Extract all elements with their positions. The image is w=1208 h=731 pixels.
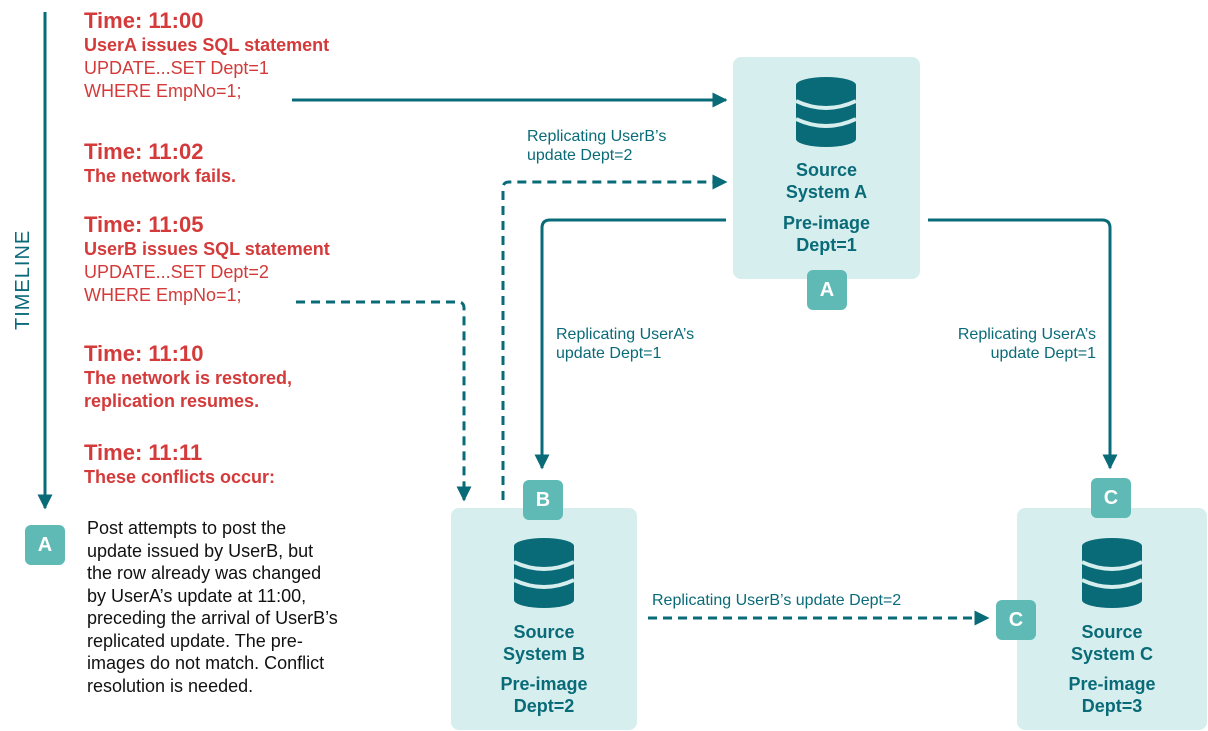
edge-label-line: update Dept=1 (990, 345, 1096, 362)
edge-label-line: update Dept=1 (556, 345, 662, 362)
event-1110: Time: 11:10 The network is restored, rep… (84, 341, 292, 413)
event-time: Time: 11:11 (84, 440, 203, 465)
database-icon (1081, 538, 1143, 608)
event-headline: replication resumes. (84, 391, 260, 411)
edge-label-b-to-c: Replicating UserB’s update Dept=2 (652, 592, 902, 609)
event-1100: Time: 11:00 UserA issues SQL statement U… (84, 8, 329, 103)
event-headline: UserA issues SQL statement (84, 35, 330, 55)
pre-image-value: Dept=2 (513, 696, 575, 716)
conflict-line: preceding the arrival of UserB’s (87, 608, 338, 628)
event-1102: Time: 11:02 The network fails. (84, 139, 236, 188)
edge-label-a-to-b: Replicating UserA’s update Dept=1 (556, 325, 694, 363)
event-sql-line: WHERE EmpNo=1; (84, 285, 242, 305)
edge-label-a-to-c: Replicating UserA’s update Dept=1 (900, 325, 1096, 363)
pre-image: Pre-image Dept=1 (733, 212, 920, 256)
system-title-line: System B (502, 644, 586, 664)
conflict-line: images do not match. Conflict (87, 653, 325, 673)
edge-userb-to-system-b (296, 300, 472, 502)
system-title: Source System C (1017, 621, 1207, 665)
edge-a-to-c (928, 218, 1118, 470)
edge-b-to-a (501, 174, 728, 500)
edge-label-line: update Dept=2 (527, 147, 633, 164)
source-system-c: Source System C Pre-image Dept=3 (1017, 508, 1207, 730)
conflict-line: replicated update. The pre- (87, 630, 303, 651)
database-icon (513, 538, 575, 608)
conflict-line: update issued by UserB, but (87, 540, 314, 561)
pre-image: Pre-image Dept=3 (1017, 673, 1207, 717)
conflict-badge: A (25, 525, 65, 565)
edge-a-to-b (534, 218, 726, 470)
edge-label-line: Replicating UserA’s (556, 326, 695, 343)
event-time: Time: 11:05 (84, 212, 204, 237)
event-time: Time: 11:02 (84, 139, 204, 164)
event-headline: These conflicts occur: (84, 467, 276, 487)
system-title: Source System B (451, 621, 637, 665)
system-b-badge: B (523, 480, 563, 520)
system-title-line: Source (513, 622, 575, 642)
pre-image-label: Pre-image (500, 674, 588, 694)
conflict-description: Post attempts to post the update issued … (87, 517, 338, 697)
event-1105: Time: 11:05 UserB issues SQL statement U… (84, 212, 330, 307)
pre-image-value: Dept=3 (1081, 696, 1143, 716)
event-1111: Time: 11:11 These conflicts occur: (84, 440, 275, 489)
system-c-badge: C (1091, 478, 1131, 518)
event-sql-line: WHERE EmpNo=1; (84, 81, 242, 101)
timeline-label: TIMELINE (12, 229, 34, 330)
database-icon (795, 77, 857, 147)
pre-image-label: Pre-image (1068, 674, 1156, 694)
conflict-line: by UserA’s update at 11:00, (87, 585, 307, 606)
edge-label-line: Replicating UserA’s (957, 326, 1096, 343)
event-headline: The network fails. (84, 166, 237, 186)
conflict-line: the row already was changed (87, 563, 322, 583)
pre-image-label: Pre-image (782, 213, 871, 233)
source-system-b: Source System B Pre-image Dept=2 (451, 508, 637, 730)
event-time: Time: 11:10 (84, 341, 204, 366)
system-title: Source System A (733, 159, 920, 203)
system-c-side-badge: C (996, 600, 1036, 640)
system-title-line: System A (785, 182, 868, 202)
event-headline: UserB issues SQL statement (84, 239, 330, 259)
pre-image: Pre-image Dept=2 (451, 673, 637, 717)
system-title-line: Source (1081, 622, 1143, 642)
edge-label-b-to-a: Replicating UserB’s update Dept=2 (527, 127, 666, 165)
conflict-line: Post attempts to post the (87, 518, 287, 538)
event-headline: The network is restored, (84, 368, 293, 388)
edge-label-line: Replicating UserB’s (527, 128, 667, 145)
system-title-line: Source (795, 160, 858, 180)
event-sql-line: UPDATE...SET Dept=1 (84, 58, 269, 78)
source-system-a: Source System A Pre-image Dept=1 (733, 57, 920, 279)
conflict-line: resolution is needed. (87, 675, 254, 696)
pre-image-value: Dept=1 (796, 235, 857, 255)
system-title-line: System C (1070, 644, 1154, 664)
system-a-badge: A (807, 270, 847, 310)
event-sql-line: UPDATE...SET Dept=2 (84, 262, 269, 282)
event-time: Time: 11:00 (84, 8, 204, 33)
